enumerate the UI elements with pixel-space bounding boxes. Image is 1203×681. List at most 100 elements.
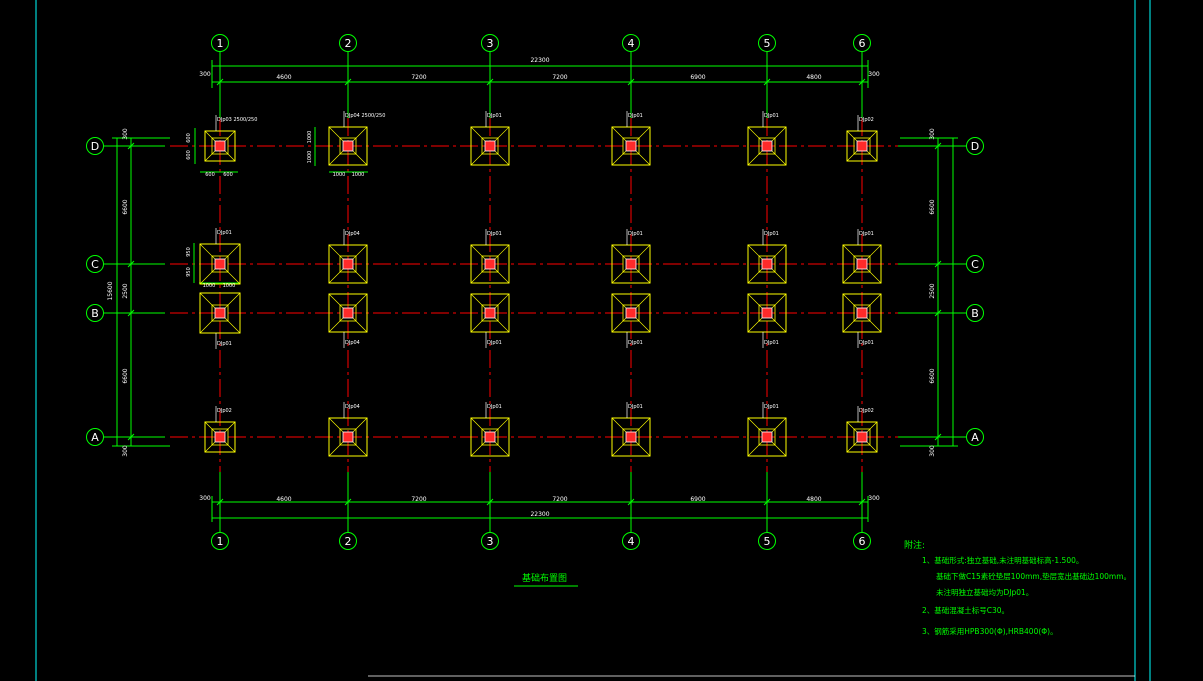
bottom-dim-tick-1 bbox=[216, 498, 224, 506]
axis-bubble-right-A-circle bbox=[966, 428, 984, 446]
footing-slope-A4-c bbox=[611, 441, 627, 457]
d2-height-bottom: 1000 bbox=[307, 151, 313, 164]
axis-bubble-bottom-2-circle bbox=[339, 532, 357, 550]
axis-bubble-right-B-label: B bbox=[971, 307, 979, 320]
footing-slope-A2-a bbox=[328, 417, 344, 433]
column-D5 bbox=[761, 140, 773, 152]
notes-line-4: 2、基础混凝土标号C30。 bbox=[922, 605, 1009, 615]
footing-slope-D1-b bbox=[224, 130, 236, 142]
top-span-4: 6900 bbox=[690, 74, 705, 81]
bottom-dim-tick-6 bbox=[858, 498, 866, 506]
footing-slope-B6-b bbox=[866, 293, 882, 309]
footing-slope-A6-d bbox=[866, 441, 878, 453]
footing-slope-D4-c bbox=[611, 150, 627, 166]
column-C2 bbox=[342, 258, 354, 270]
footing-pedestal-B2 bbox=[339, 304, 357, 322]
footing-slope-B3-c bbox=[470, 317, 486, 333]
d2-height-top: 1000 bbox=[307, 131, 313, 144]
footing-slope-C5-d bbox=[771, 268, 787, 284]
footing-slope-C6-d bbox=[866, 268, 882, 284]
left-span-2: 2500 bbox=[122, 283, 129, 298]
footing-slope-A4-b bbox=[635, 417, 651, 433]
column-B3 bbox=[484, 307, 496, 319]
axis-bubble-top-6-label: 6 bbox=[859, 37, 866, 50]
c1-width-left: 1000 bbox=[203, 283, 216, 289]
footing-label-A2: DJp04 bbox=[345, 404, 360, 410]
bottom-span-3: 7200 bbox=[552, 496, 567, 503]
footing-label-D5: DJp01 bbox=[764, 113, 779, 119]
axis-bubble-right-C-label: C bbox=[971, 258, 979, 271]
axis-bubble-left-C-circle bbox=[86, 255, 104, 273]
axis-bubble-left-D-circle bbox=[86, 137, 104, 155]
footing-slope-C2-a bbox=[328, 244, 344, 260]
footing-slope-D2-d bbox=[352, 150, 368, 166]
column-C6 bbox=[856, 258, 868, 270]
axis-bubble-top-3-label: 3 bbox=[487, 37, 494, 50]
bottom-total-dim: 22300 bbox=[530, 511, 549, 518]
top-span-5: 4800 bbox=[806, 74, 821, 81]
left-end-bottom-dim: 300 bbox=[122, 445, 129, 457]
top-span-2: 7200 bbox=[411, 74, 426, 81]
footing-slope-B4-b bbox=[635, 293, 651, 309]
footing-slope-D6-d bbox=[866, 150, 878, 162]
right-dim-tick-C bbox=[934, 260, 942, 268]
footing-slope-A3-a bbox=[470, 417, 486, 433]
notes-line-5: 3、钢筋采用HPB300(Φ),HRB400(Φ)。 bbox=[922, 626, 1058, 636]
footing-slope-D5-a bbox=[747, 126, 763, 142]
right-end-bottom-dim: 300 bbox=[929, 445, 936, 457]
footing-slope-A1-c bbox=[204, 441, 216, 453]
footing-slope-C5-c bbox=[747, 268, 763, 284]
footing-pedestal-D1 bbox=[211, 137, 229, 155]
right-dim-tick-B bbox=[934, 309, 942, 317]
footing-D4 bbox=[611, 126, 651, 166]
axis-bubble-bottom-5-circle bbox=[758, 532, 776, 550]
footing-slope-C3-d bbox=[494, 268, 510, 284]
footing-label-C6: DJp01 bbox=[859, 231, 874, 237]
footing-label-B6: DJp01 bbox=[859, 340, 874, 346]
column-A4 bbox=[625, 431, 637, 443]
dimension-lines bbox=[112, 60, 958, 522]
footing-slope-B1-b bbox=[224, 292, 241, 309]
axis-bubble-bottom-5-label: 5 bbox=[764, 535, 771, 548]
footing-A1 bbox=[204, 421, 236, 453]
axis-bubble-left-A-circle bbox=[86, 428, 104, 446]
footing-pedestal-C1 bbox=[211, 255, 229, 273]
footing-slope-A1-d bbox=[224, 441, 236, 453]
footing-slope-C5-b bbox=[771, 244, 787, 260]
footing-B6 bbox=[842, 293, 882, 333]
footing-label-A1: DJp02 bbox=[217, 408, 232, 414]
column-A6 bbox=[856, 431, 868, 443]
axis-bubble-left-C-label: C bbox=[91, 258, 99, 271]
footing-slope-A6-a bbox=[846, 421, 858, 433]
bottom-dim-tick-3 bbox=[486, 498, 494, 506]
footing-slope-B4-c bbox=[611, 317, 627, 333]
footing-slope-A3-b bbox=[494, 417, 510, 433]
footing-slope-D5-d bbox=[771, 150, 787, 166]
footing-slope-A5-d bbox=[771, 441, 787, 457]
top-dim-tick-5 bbox=[763, 78, 771, 86]
footing-slope-B2-c bbox=[328, 317, 344, 333]
footing-pedestal-B1 bbox=[211, 304, 229, 322]
axis-bubble-left-B-circle bbox=[86, 304, 104, 322]
left-dimension-text: 300 6600 2500 6600 300 15600 bbox=[107, 128, 129, 457]
column-B5 bbox=[761, 307, 773, 319]
footing-slope-C2-b bbox=[352, 244, 368, 260]
footing-slope-A5-a bbox=[747, 417, 763, 433]
bottom-span-4: 6900 bbox=[690, 496, 705, 503]
footing-slope-A2-c bbox=[328, 441, 344, 457]
right-span-1: 6600 bbox=[929, 199, 936, 214]
footing-slope-C6-b bbox=[866, 244, 882, 260]
axis-bubble-top-1-label: 1 bbox=[217, 37, 224, 50]
footing-C6 bbox=[842, 244, 882, 284]
column-D1 bbox=[214, 140, 226, 152]
top-dim-tick-4 bbox=[627, 78, 635, 86]
footing-label-C3: DJp01 bbox=[487, 231, 502, 237]
plan-title-block: 基础布置图 bbox=[514, 572, 578, 587]
detail-dimension-text: 600 600 600 600 1000 1000 1000 1000 1000… bbox=[186, 131, 364, 289]
footing-pedestal-A2 bbox=[339, 428, 357, 446]
footing-C5 bbox=[747, 244, 787, 284]
footing-slope-D1-d bbox=[224, 150, 236, 162]
top-end-right-dim: 300 bbox=[868, 71, 880, 78]
footing-slope-C3-c bbox=[470, 268, 486, 284]
column-A5 bbox=[761, 431, 773, 443]
